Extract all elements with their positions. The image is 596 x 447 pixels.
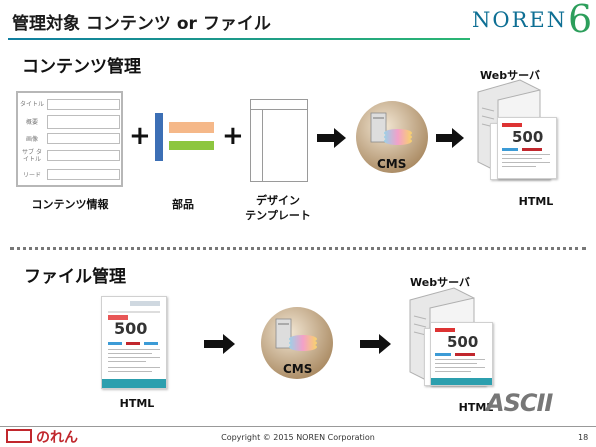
noren-mark-icon [6, 429, 32, 443]
content-section-heading: コンテンツ管理 [22, 57, 141, 77]
arrow-right-icon [317, 128, 346, 148]
section-divider [10, 247, 586, 250]
cms-icon [261, 307, 333, 379]
noren-logo: NOREN [472, 8, 568, 32]
form-field-box [47, 169, 120, 180]
webserver-label: Webサーバ [410, 276, 470, 289]
webserver-label: Webサーバ [480, 69, 540, 82]
copyright: Copyright © 2015 NOREN Corporation [221, 433, 375, 442]
parts-blue-bar [155, 113, 163, 161]
plus-icon: + [129, 121, 151, 151]
doc-number: 500 [512, 128, 544, 146]
html-document-icon: 500 [430, 322, 493, 386]
file-section-heading: ファイル管理 [24, 267, 126, 287]
html-output-label: HTML [458, 401, 494, 414]
arrow-right-icon [360, 334, 391, 354]
form-field-label: リード [22, 172, 41, 179]
page-number: 18 [578, 433, 589, 442]
parts-label: 部品 [172, 198, 194, 211]
form-field-label: 概要 [25, 119, 38, 126]
design-label-line2: テンプレート [245, 209, 311, 222]
form-field-label: タイトル [20, 101, 45, 108]
plus-icon: + [222, 121, 244, 151]
noren-logo-digit: 6 [568, 0, 593, 41]
content-form-illustration: タイトル 概要 画像 サブ タイトル リード [16, 91, 123, 187]
design-template-illustration [250, 99, 308, 182]
footer-divider [0, 426, 596, 427]
cms-icon [356, 101, 428, 173]
slide-title: 管理対象 コンテンツ or ファイル [12, 14, 271, 34]
form-field-box [47, 99, 120, 110]
html-document-icon: 500 [101, 296, 167, 389]
cms-label: CMS [283, 362, 313, 376]
design-template-label: デザイン テンプレート [240, 193, 316, 223]
html-source-label: HTML [119, 397, 155, 410]
form-field-box [47, 115, 120, 129]
doc-number: 500 [114, 319, 148, 338]
form-field-box [47, 150, 120, 161]
arrow-right-icon [436, 128, 464, 148]
html-document-icon: 500 [497, 117, 557, 179]
parts-green-bar [169, 141, 214, 150]
form-field-label: サブ タイトル [22, 149, 42, 163]
design-label-line1: デザイン [256, 194, 300, 207]
arrow-right-icon [204, 334, 235, 354]
form-field-label: 画像 [25, 136, 38, 143]
ascii-watermark: ASCII [486, 389, 553, 417]
doc-number: 500 [447, 333, 479, 351]
title-underline [8, 38, 470, 40]
parts-orange-bar [169, 122, 214, 133]
form-field-box [47, 133, 120, 144]
html-label: HTML [518, 195, 554, 208]
cms-label: CMS [377, 157, 407, 171]
footer-brand: のれん [36, 430, 78, 446]
content-info-label: コンテンツ情報 [31, 198, 109, 211]
